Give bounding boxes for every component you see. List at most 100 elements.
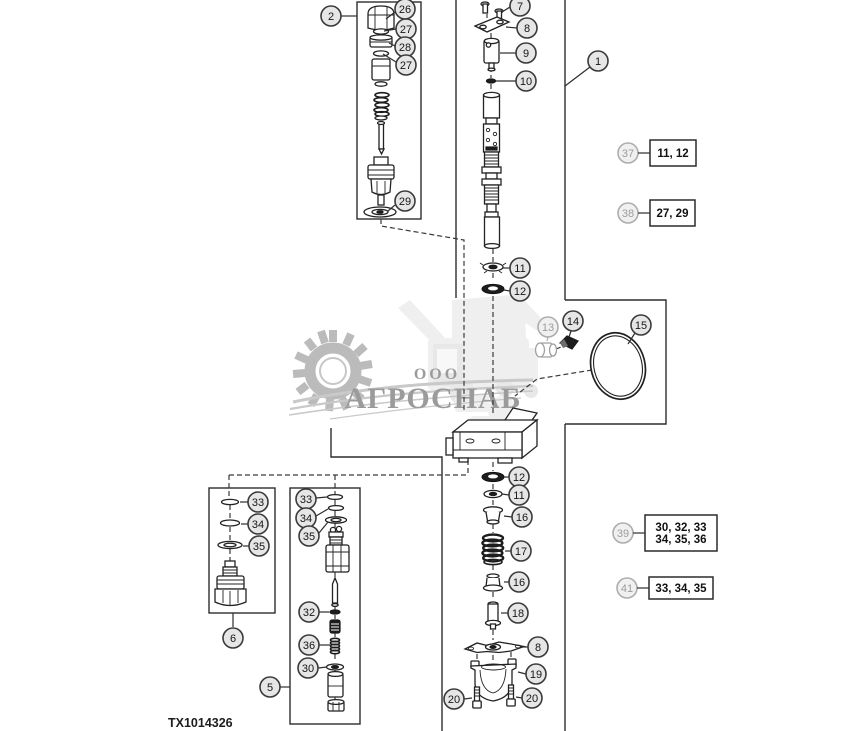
washer-11-lower bbox=[483, 489, 503, 499]
o-ring-icon bbox=[589, 331, 647, 401]
callout-number: 8 bbox=[535, 642, 541, 654]
callout-number: 35 bbox=[303, 531, 315, 543]
tab-washer-11 bbox=[479, 262, 507, 274]
check-valve-detail-box bbox=[208, 487, 276, 614]
callout-30: 30 bbox=[297, 657, 328, 679]
spring-seat-16-upper bbox=[482, 506, 504, 525]
callout-number: 26 bbox=[399, 4, 411, 16]
lower-valve-stack bbox=[463, 471, 527, 709]
plug-14 bbox=[558, 335, 579, 350]
callout-11: 11 bbox=[501, 484, 530, 506]
callout-38: 38 bbox=[617, 202, 639, 224]
callout-number: 33 bbox=[252, 497, 264, 509]
washer-32 bbox=[329, 609, 341, 615]
oring-34-right bbox=[327, 504, 345, 512]
callout-15: 15 bbox=[627, 314, 652, 345]
callout-19: 19 bbox=[517, 663, 547, 685]
washer-part-27a bbox=[372, 28, 390, 35]
callout-number: 12 bbox=[514, 286, 526, 298]
watermark: ООО АГРОСНАБ bbox=[288, 294, 541, 430]
callout-27: 27 bbox=[382, 53, 417, 76]
bolts-20 bbox=[472, 684, 516, 709]
callout-number: 2 bbox=[328, 11, 334, 23]
watermark-prefix: ООО bbox=[414, 366, 460, 383]
callout-number: 33 bbox=[300, 494, 312, 506]
callout-8: 8 bbox=[521, 636, 549, 658]
plunger-18 bbox=[484, 601, 502, 630]
callout-17: 17 bbox=[505, 540, 532, 562]
bracket-plate-8-lower bbox=[463, 641, 527, 654]
callout-number: 41 bbox=[621, 583, 633, 595]
callout-12: 12 bbox=[504, 466, 530, 488]
callout-number: 36 bbox=[303, 640, 315, 652]
callout-number: 19 bbox=[530, 669, 542, 681]
callout-number: 10 bbox=[520, 76, 532, 88]
callout-9: 9 bbox=[500, 42, 537, 64]
retainer-cup-19 bbox=[470, 658, 517, 702]
check-valve-parts bbox=[214, 498, 247, 607]
reference-box: 11, 12 bbox=[638, 139, 697, 167]
pilot-needle bbox=[331, 576, 339, 608]
callout-7: 7 bbox=[501, 0, 531, 17]
plug-oring-detail-box bbox=[565, 299, 667, 425]
callout-number: 5 bbox=[267, 682, 273, 694]
callout-number: 7 bbox=[517, 1, 523, 13]
callout-number: 39 bbox=[617, 528, 629, 540]
oring-34-left bbox=[219, 519, 241, 527]
callout-12: 12 bbox=[503, 280, 531, 302]
solenoid-cartridge-valve bbox=[367, 156, 395, 206]
cap-part-26 bbox=[367, 5, 395, 31]
callout-32: 32 bbox=[298, 601, 329, 623]
seal-ring-12-lower bbox=[481, 471, 505, 483]
relief-valve-detail-box bbox=[289, 487, 361, 725]
callout-number: 17 bbox=[515, 546, 527, 558]
watermark-company-name: АГРОСНАБ bbox=[344, 382, 521, 415]
callout-number: 11 bbox=[513, 490, 524, 502]
callout-33: 33 bbox=[295, 488, 328, 510]
callout-34: 34 bbox=[241, 513, 269, 535]
reference-box-text: 27, 29 bbox=[657, 208, 689, 220]
callout-29: 29 bbox=[387, 190, 416, 212]
callout-number: 13 bbox=[542, 322, 554, 334]
callout-16: 16 bbox=[504, 571, 530, 593]
bracket-plate-8 bbox=[473, 16, 511, 33]
callout-number: 38 bbox=[622, 208, 634, 220]
callout-26: 26 bbox=[385, 0, 416, 20]
callout-number: 18 bbox=[512, 608, 524, 620]
callout-39: 39 bbox=[612, 522, 634, 544]
oring-33-right bbox=[326, 493, 344, 501]
check-valve-cartridge bbox=[214, 560, 247, 607]
callout-36: 36 bbox=[298, 634, 330, 656]
callout-27: 27 bbox=[383, 18, 417, 40]
flange-screws-7 bbox=[480, 1, 504, 21]
spring-17 bbox=[481, 533, 505, 566]
oring-10 bbox=[485, 78, 497, 84]
reference-box-text: 30, 32, 33 bbox=[655, 522, 706, 534]
callout-10: 10 bbox=[496, 70, 537, 92]
oring-33-left bbox=[220, 498, 240, 506]
main-spool-column bbox=[473, 1, 511, 295]
callout-37: 37 bbox=[617, 142, 639, 164]
callout-number: 20 bbox=[448, 694, 460, 706]
callout-35: 35 bbox=[243, 535, 270, 557]
callout-number: 9 bbox=[523, 48, 529, 60]
adjusting-plug bbox=[327, 670, 344, 698]
valve-spool bbox=[481, 91, 502, 250]
callout-number: 34 bbox=[300, 513, 312, 525]
callout-number: 14 bbox=[567, 316, 579, 328]
callout-number: 6 bbox=[230, 633, 236, 645]
callout-number: 20 bbox=[526, 693, 538, 705]
reference-box: 27, 29 bbox=[638, 199, 696, 227]
callout-number: 16 bbox=[516, 512, 528, 524]
solenoid-body bbox=[371, 58, 391, 87]
callout-number: 15 bbox=[635, 320, 647, 332]
callout-33: 33 bbox=[240, 491, 269, 513]
callout-18: 18 bbox=[501, 602, 529, 624]
reference-box-text: 34, 35, 36 bbox=[655, 534, 706, 546]
reference-box-text: 11, 12 bbox=[657, 148, 688, 160]
callout-number: 35 bbox=[253, 541, 265, 553]
callout-13: 13 bbox=[537, 316, 559, 342]
